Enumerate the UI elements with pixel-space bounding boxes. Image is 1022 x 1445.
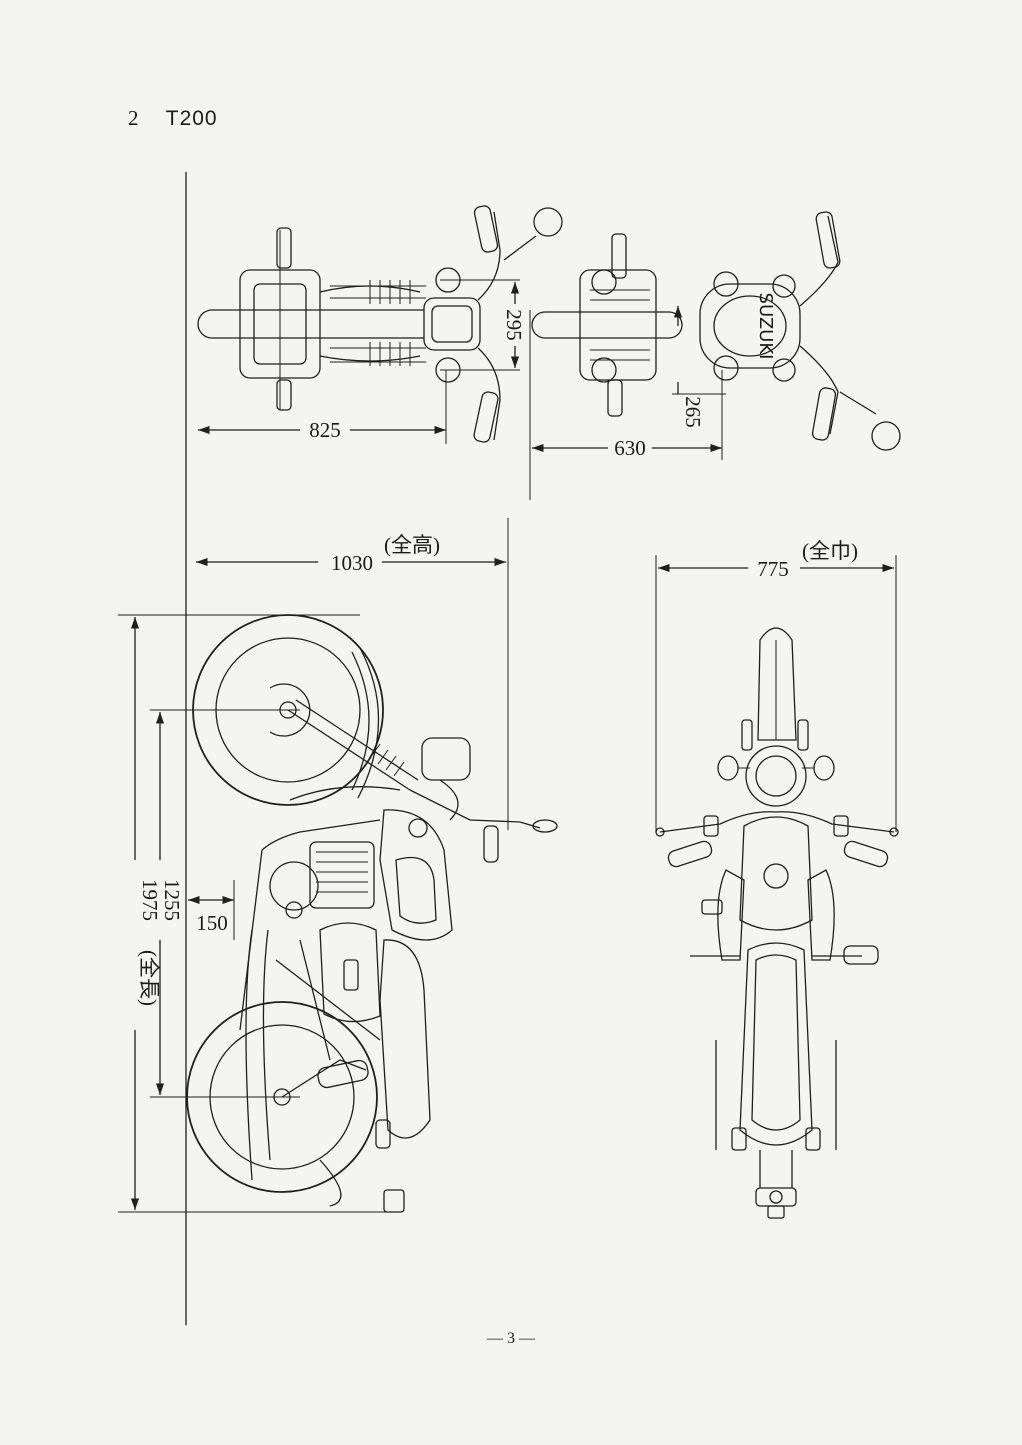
dim-1255: 1255 — [160, 879, 184, 921]
section-number: 2 — [128, 106, 140, 130]
label-overall-length: (全長) — [137, 950, 161, 1006]
label-overall-width: (全巾) — [802, 539, 858, 563]
page-heading: 2 T200 — [128, 106, 218, 131]
side-view-motorcycle — [186, 614, 558, 1213]
dim-630: 630 — [614, 436, 646, 460]
top-view-tank: SUZUKI — [531, 211, 901, 451]
front-view-motorcycle — [655, 627, 899, 1219]
tank-brand-text: SUZUKI — [755, 293, 776, 360]
model-name: T200 — [165, 107, 218, 130]
dim-295: 295 — [502, 309, 526, 341]
dim-1030: 1030 — [331, 551, 373, 575]
dim-1975: 1975 — [138, 879, 162, 921]
dim-775: 775 — [757, 557, 789, 581]
dim-825: 825 — [309, 418, 341, 442]
top-view-frame — [197, 205, 563, 443]
label-overall-height: (全高) — [384, 533, 440, 557]
page-number: — 3 — — [487, 1330, 535, 1347]
dim-150: 150 — [196, 911, 228, 935]
dim-265: 265 — [681, 396, 705, 428]
